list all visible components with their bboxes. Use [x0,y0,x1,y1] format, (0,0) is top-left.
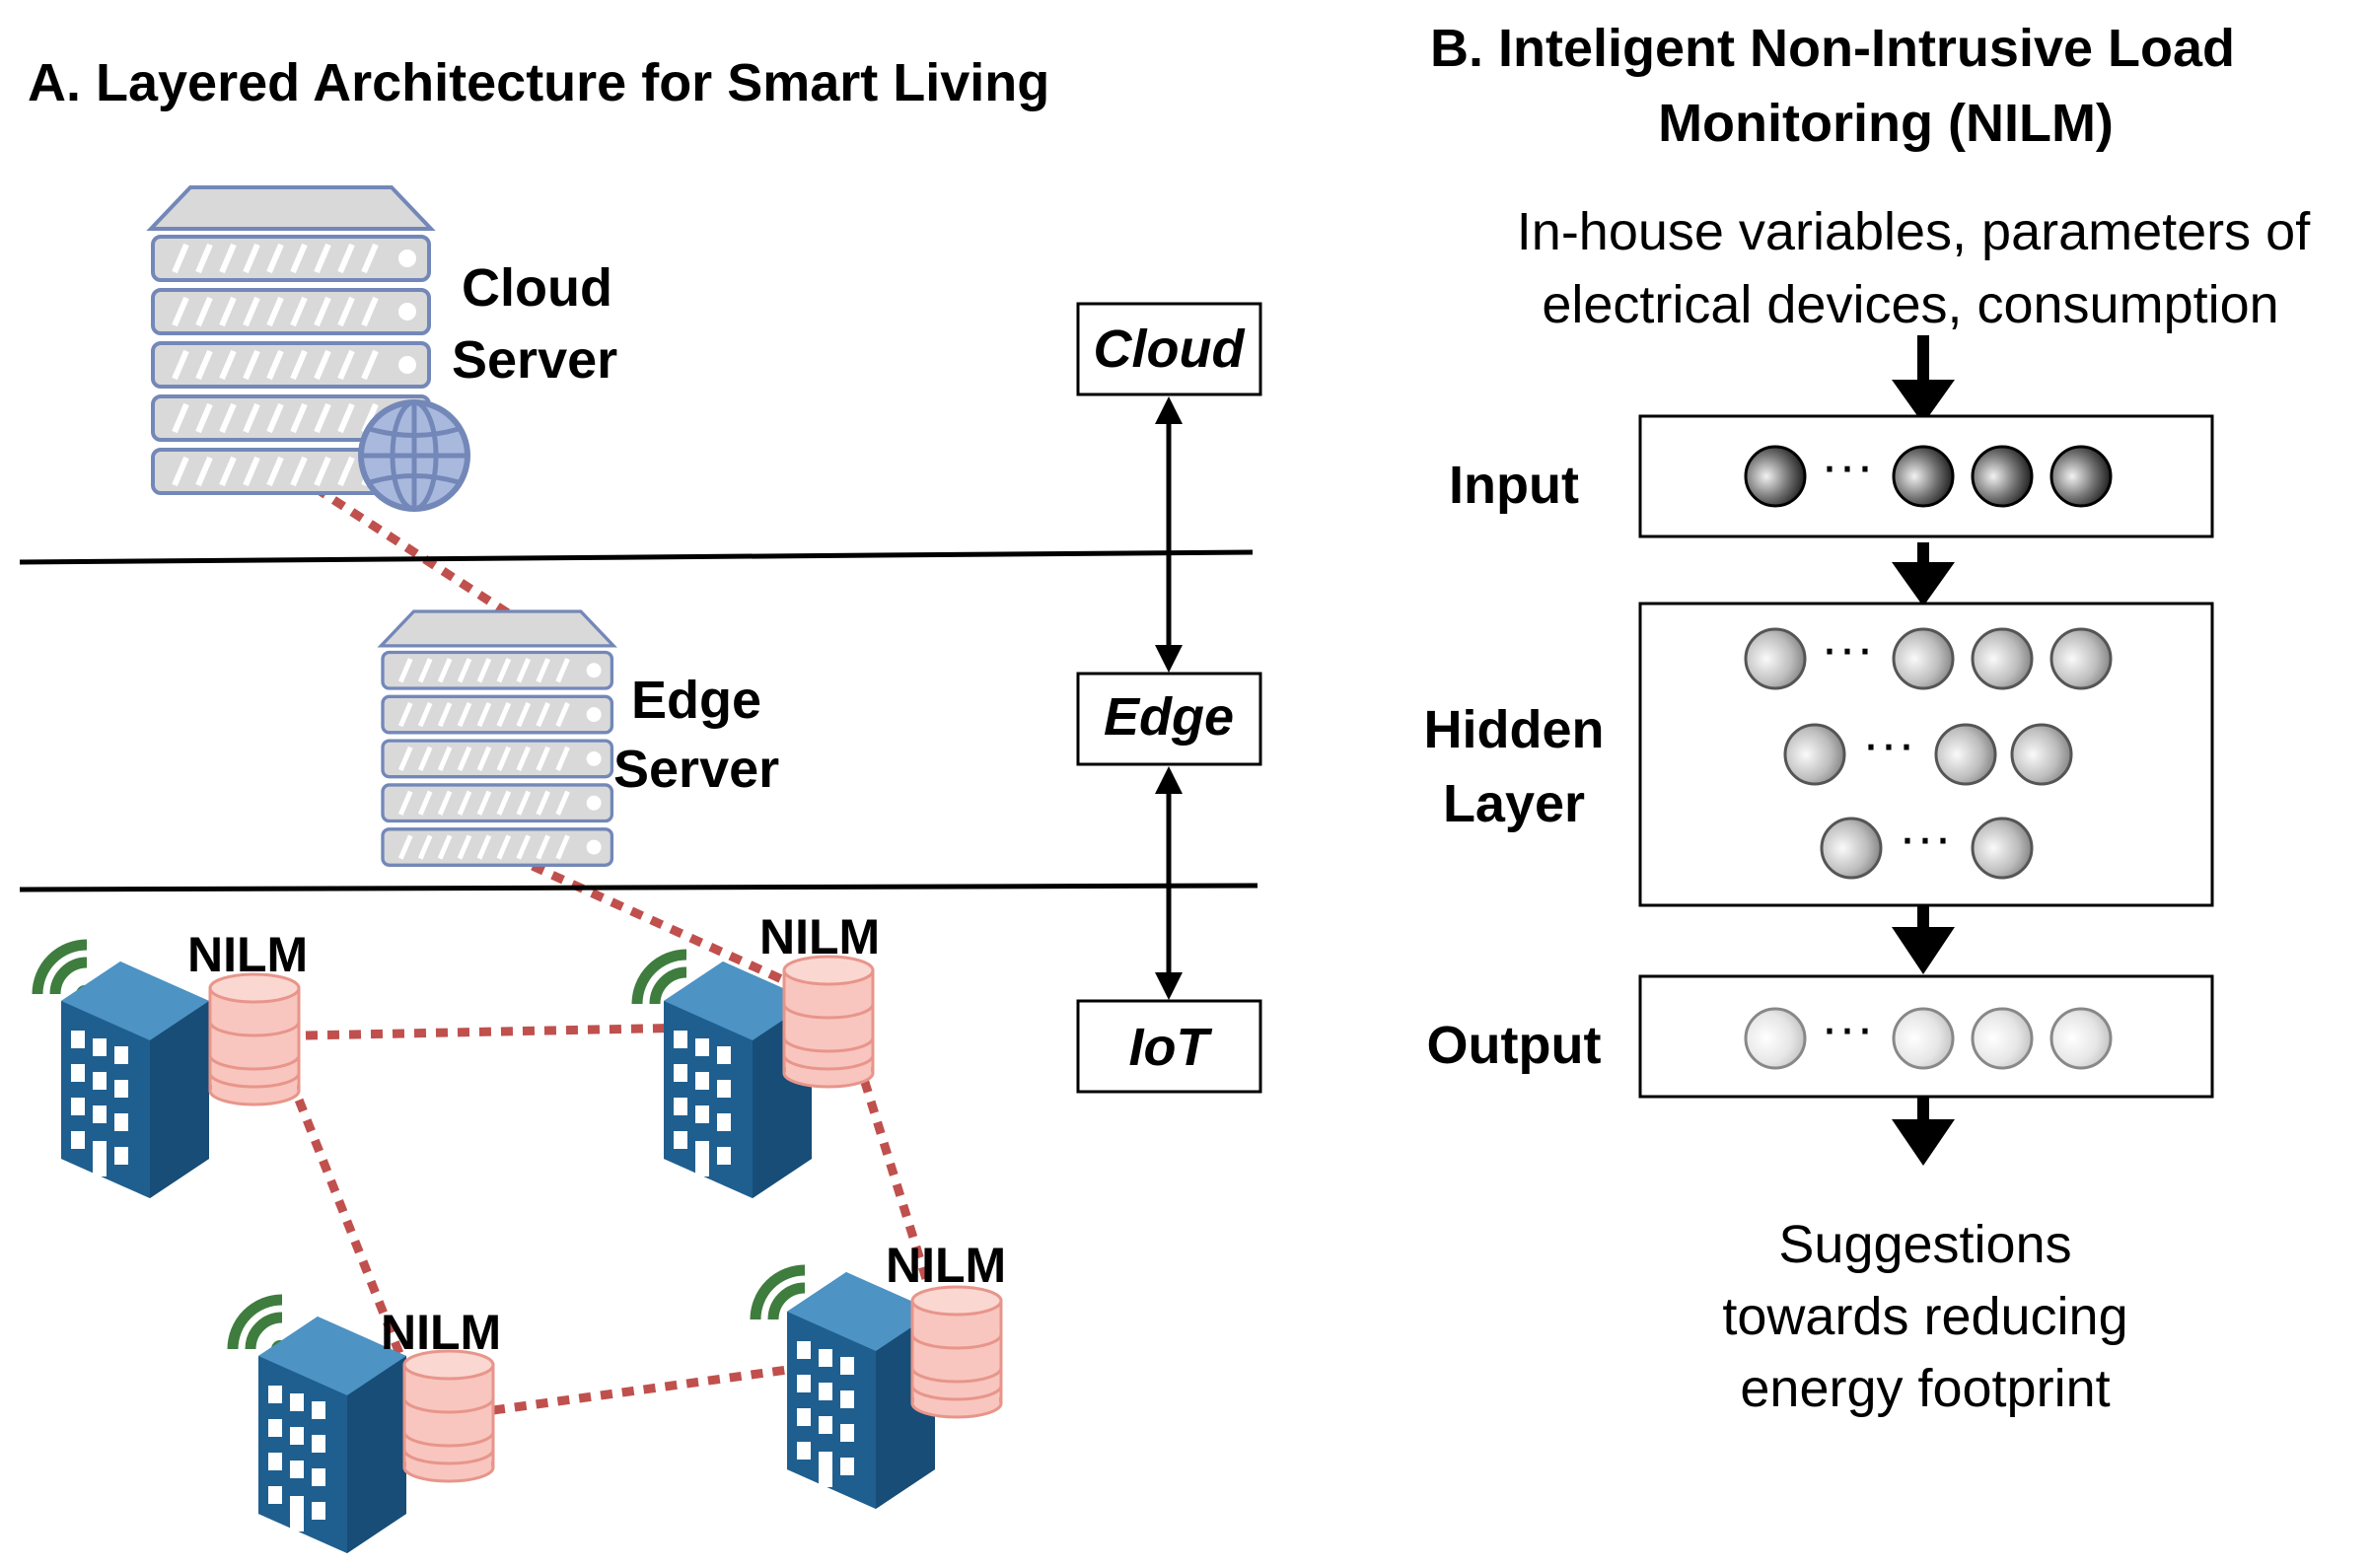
cloud-server-label-line2: Server [452,330,617,390]
panel-b-title-line2: Monitoring (NILM) [1658,94,2114,153]
globe-icon [358,399,470,512]
edge-server-label-line1: Edge [631,671,761,730]
input-neurons [1744,445,2113,508]
building-3: NILM [233,1300,501,1553]
layer-box-cloud: Cloud [1076,302,1262,396]
input-ellipsis: ··· [1821,436,1874,495]
result-line3: energy footprint [1740,1359,2110,1418]
building-1: NILM [37,927,308,1198]
layer-label-cloud: Cloud [1094,320,1246,379]
hidden-neurons [1744,627,2113,880]
building-3-nilm-label: NILM [381,1305,501,1360]
building-4-nilm-label: NILM [886,1238,1006,1293]
hidden-ellipsis-2: ··· [1862,714,1915,773]
output-neurons [1744,1007,2113,1070]
layer-label-edge: Edge [1104,687,1234,747]
layer-box-edge: Edge [1076,672,1262,766]
input-label: Input [1449,456,1579,515]
layer-separator-edge-iot [19,883,1258,892]
cloud-server-label-line1: Cloud [462,258,612,318]
flow-arrows [1892,335,1955,1166]
result-line2: towards reducing [1722,1287,2127,1346]
edge-server-icon [377,609,617,865]
hidden-ellipsis-1: ··· [1821,618,1874,677]
output-label: Output [1427,1016,1602,1075]
cloud-server-icon [146,185,470,512]
panel-a-title: A. Layered Architecture for Smart Living [28,53,1049,112]
layer-label-iot: IoT [1129,1018,1213,1077]
layer-box-iot: IoT [1076,999,1262,1094]
arrowheads [1155,396,1183,1000]
input-description-line1: In-house variables, parameters of [1517,202,2311,261]
building-1-nilm-label: NILM [187,927,308,982]
building-2: NILM [637,909,880,1198]
layer-separator-cloud-edge [19,549,1254,565]
building-4: NILM [755,1238,1006,1509]
building-2-nilm-label: NILM [759,909,880,964]
hidden-ellipsis-3: ··· [1899,808,1952,867]
edge-server-label-line2: Server [613,740,779,799]
output-ellipsis: ··· [1821,998,1874,1057]
hidden-label-line2: Layer [1443,774,1585,833]
hidden-label-line1: Hidden [1424,700,1605,759]
input-description-line2: electrical devices, consumption [1542,275,2278,334]
panel-b-title-line1: B. Inteligent Non-Intrusive Load [1430,19,2235,78]
result-line1: Suggestions [1778,1215,2071,1274]
